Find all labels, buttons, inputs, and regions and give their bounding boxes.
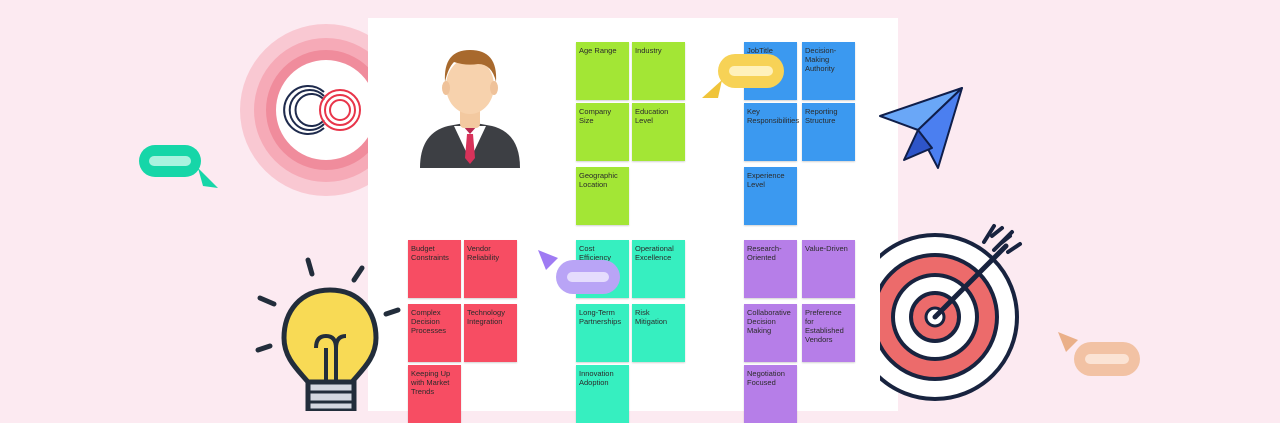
lightbulb-icon <box>255 257 401 411</box>
comment-cursor-icon <box>1058 332 1140 376</box>
sticky-note-decision-making-authority[interactable]: Decision-Making Authority <box>802 42 855 100</box>
sticky-note-technology-integration[interactable]: Technology Integration <box>464 304 517 362</box>
sticky-note-vendor-reliability[interactable]: Vendor Reliability <box>464 240 517 298</box>
sticky-note-industry[interactable]: Industry <box>632 42 685 100</box>
businessman-avatar-icon <box>420 50 520 168</box>
sticky-note-negotiation-focused[interactable]: Negotiation Focused <box>744 365 797 423</box>
sticky-note-value-driven[interactable]: Value-Driven <box>802 240 855 298</box>
sticky-note-complex-decision-processes[interactable]: Complex Decision Processes <box>408 304 461 362</box>
sticky-note-experience-level[interactable]: Experience Level <box>744 167 797 225</box>
sticky-note-age-range[interactable]: Age Range <box>576 42 629 100</box>
target-icon <box>880 224 1022 401</box>
comment-cursor-icon <box>538 250 620 294</box>
sticky-note-preference-for-established-vendors[interactable]: Preference for Established Vendors <box>802 304 855 362</box>
sticky-note-collaborative-decision-making[interactable]: Collaborative Decision Making <box>744 304 797 362</box>
sticky-note-risk-mitigation[interactable]: Risk Mitigation <box>632 304 685 362</box>
sticky-note-company-size[interactable]: Company Size <box>576 103 629 161</box>
sticky-note-keeping-up-with-market-trends[interactable]: Keeping Up with Market Trends <box>408 365 461 423</box>
sticky-note-budget-constraints[interactable]: Budget Constraints <box>408 240 461 298</box>
paper-plane-icon <box>879 87 963 169</box>
sticky-note-research-oriented[interactable]: Research-Oriented <box>744 240 797 298</box>
comment-cursor-icon <box>702 54 784 98</box>
sticky-note-reporting-structure[interactable]: Reporting Structure <box>802 103 855 161</box>
sticky-note-long-term-partnerships[interactable]: Long-Term Partnerships <box>576 304 629 362</box>
sticky-note-geographic-location[interactable]: Geographic Location <box>576 167 629 225</box>
comment-cursor-icon <box>139 145 218 188</box>
sticky-note-key-responsibilities[interactable]: Key Responsibilities <box>744 103 799 161</box>
sticky-note-innovation-adoption[interactable]: Innovation Adoption <box>576 365 629 423</box>
sticky-note-operational-excellence[interactable]: Operational Excellence <box>632 240 685 298</box>
persona-board: Age Range Industry Company Size Educatio… <box>368 18 898 423</box>
sticky-note-education-level[interactable]: Education Level <box>632 103 685 161</box>
